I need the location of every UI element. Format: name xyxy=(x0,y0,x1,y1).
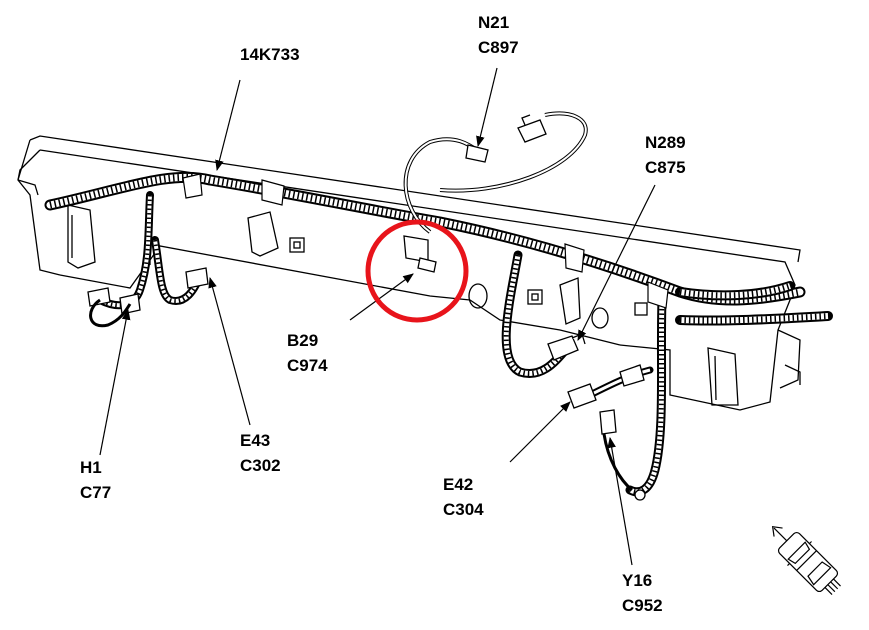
label-n289-line2: C875 xyxy=(645,158,686,177)
leader-e42 xyxy=(509,401,571,463)
label-harness-text: 14K733 xyxy=(240,45,300,64)
n21-wire xyxy=(403,111,588,234)
leader-n289 xyxy=(577,184,656,341)
n21-connectors xyxy=(465,114,547,163)
leader-14k733 xyxy=(215,79,241,172)
leader-h1 xyxy=(99,308,131,456)
leader-b29 xyxy=(349,273,414,321)
label-n289: N289 C875 xyxy=(645,130,686,180)
label-e42-line1: E42 xyxy=(443,475,474,494)
label-b29: B29 C974 xyxy=(287,328,328,378)
label-b29-line1: B29 xyxy=(287,331,319,350)
label-harness-14k733: 14K733 xyxy=(240,42,300,67)
label-e43-line2: C302 xyxy=(240,456,281,475)
label-n289-line1: N289 xyxy=(645,133,686,152)
b29-highlight-circle xyxy=(365,219,469,323)
label-n21: N21 C897 xyxy=(478,10,519,60)
label-e43: E43 C302 xyxy=(240,428,281,478)
b29-connector xyxy=(403,235,437,273)
label-h1: H1 C77 xyxy=(80,455,111,505)
leader-n21 xyxy=(476,67,498,148)
leader-lines xyxy=(99,67,656,566)
vehicle-front-direction-icon xyxy=(771,525,841,595)
label-h1-line2: C77 xyxy=(80,483,112,502)
main-harness xyxy=(44,171,833,497)
label-y16-line1: Y16 xyxy=(622,571,653,590)
y16-connector xyxy=(599,409,646,501)
label-e42: E42 C304 xyxy=(443,472,484,522)
label-b29-line2: C974 xyxy=(287,356,328,375)
label-y16: Y16 C952 xyxy=(622,568,663,618)
label-n21-line1: N21 xyxy=(478,13,510,32)
label-h1-line1: H1 xyxy=(80,458,102,477)
harness-clips xyxy=(182,173,669,309)
label-n21-line2: C897 xyxy=(478,38,519,57)
leader-y16 xyxy=(607,436,633,566)
e42-connector xyxy=(567,364,645,409)
leader-e43 xyxy=(208,276,251,426)
label-e43-line1: E43 xyxy=(240,431,271,450)
label-y16-line2: C952 xyxy=(622,596,663,615)
label-e42-line2: C304 xyxy=(443,500,484,519)
